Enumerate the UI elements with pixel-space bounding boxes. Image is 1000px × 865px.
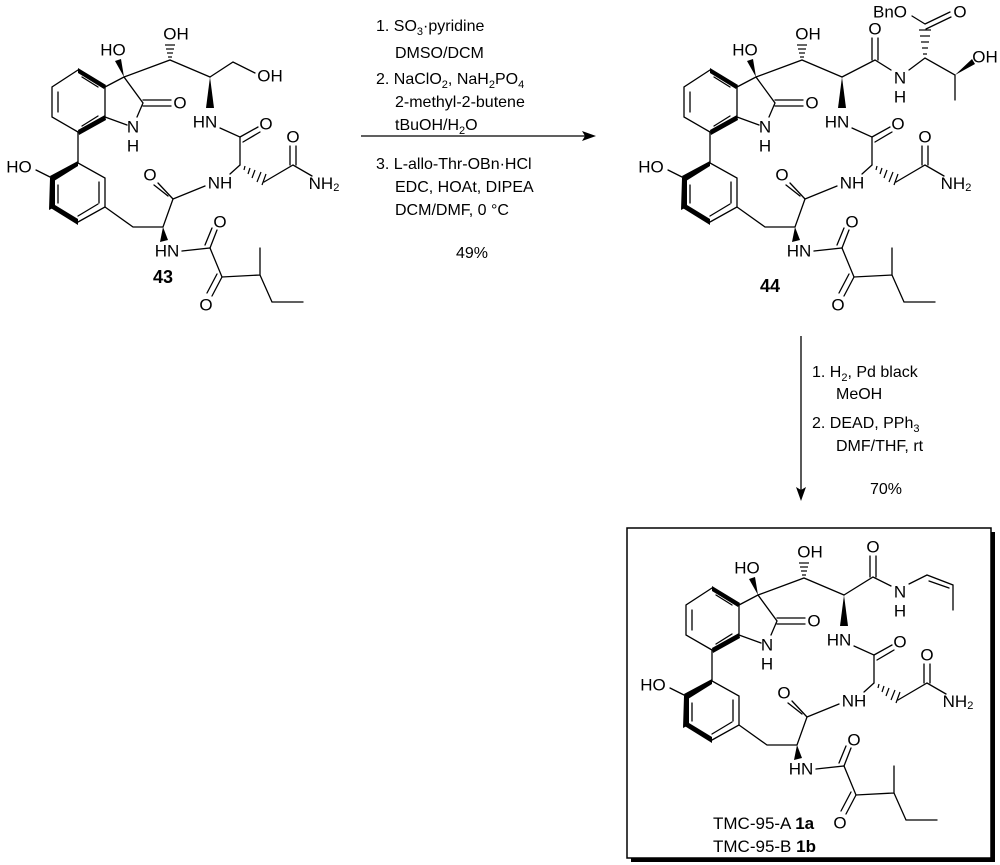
atom-o: O	[866, 538, 879, 557]
compound-44-core: O N H HO OH HN O O NH2 NH O HO HN O	[638, 25, 971, 315]
atom-nh: NH	[208, 174, 233, 193]
reagent-line: 3. L-allo-Thr-OBn·HCl	[376, 156, 532, 173]
atom-o: O	[847, 731, 860, 750]
atom-o: O	[868, 20, 881, 39]
atom-nh: NH	[842, 692, 867, 711]
atom-hn: HN	[789, 760, 814, 779]
atom-nh2: NH2	[943, 692, 974, 713]
atom-oh: OH	[797, 543, 823, 562]
atom-oh: OH	[972, 48, 998, 67]
product-box	[626, 527, 992, 859]
product-b-label: TMC-95-B 1b	[713, 837, 816, 856]
product-enamide: O N H	[843, 538, 954, 621]
atom-ho: HO	[100, 41, 126, 60]
atom-ho: HO	[6, 158, 32, 177]
reagent-line: EDC, HOAt, DIPEA	[395, 179, 534, 196]
atom-h: H	[127, 137, 139, 156]
step2-yield: 70%	[870, 481, 902, 498]
atom-o: O	[173, 94, 186, 113]
reagent-line: 2. NaClO2, NaH2PO4	[376, 71, 524, 91]
atom-oh: OH	[257, 67, 283, 86]
reaction-arrow-1	[361, 131, 596, 141]
atom-oh: OH	[795, 25, 821, 44]
atom-o: O	[893, 633, 906, 652]
atom-o: O	[833, 814, 846, 833]
atom-nh: NH	[840, 174, 865, 193]
step1-yield: 49%	[456, 245, 488, 262]
atom-o: O	[807, 612, 820, 631]
compound-43-hydroxymethyl: OH	[209, 61, 283, 86]
atom-o: O	[775, 166, 788, 185]
atom-o: O	[920, 646, 933, 665]
atom-n: N	[894, 69, 906, 88]
reagent-line: DCM/DMF, 0 °C	[395, 202, 509, 219]
compound-44-threonine-amide: O N H O BnO OH	[841, 3, 998, 107]
atom-ho: HO	[638, 158, 664, 177]
atom-o: O	[953, 3, 966, 22]
atom-h: H	[894, 602, 906, 621]
atom-h: H	[894, 88, 906, 107]
product-a-label: TMC-95-A 1a	[713, 814, 815, 833]
atom-o: O	[777, 684, 790, 703]
atom-hn: HN	[787, 242, 812, 261]
step2-conditions: 1. H2, Pd black MeOH 2. DEAD, PPh3 DMF/T…	[812, 364, 924, 498]
atom-o: O	[831, 296, 844, 315]
step1-conditions: 1. SO3·pyridine DMSO/DCM 2. NaClO2, NaH2…	[376, 18, 534, 262]
atom-o: O	[143, 166, 156, 185]
reagent-line: DMSO/DCM	[395, 45, 484, 62]
reagent-line: MeOH	[836, 386, 882, 403]
atom-o: O	[286, 128, 299, 147]
atom-hn: HN	[827, 631, 852, 650]
reagent-line: 2-methyl-2-butene	[395, 94, 525, 111]
atom-hn: HN	[825, 113, 850, 132]
reaction-arrow-2	[796, 336, 806, 501]
atom-o: O	[213, 213, 226, 232]
atom-o: O	[918, 128, 931, 147]
atom-oh: OH	[163, 25, 189, 44]
atom-n: N	[761, 636, 773, 655]
atom-bno: BnO	[873, 3, 907, 22]
atom-hn: HN	[193, 113, 218, 132]
atom-nh2: NH2	[941, 174, 972, 195]
product-core: O N H HO OH HN O O NH2 NH O HO HN O	[640, 543, 973, 833]
atom-o: O	[845, 213, 858, 232]
compound-44-label: 44	[760, 276, 780, 296]
atom-n: N	[759, 118, 771, 137]
reagent-line: DMF/THF, rt	[836, 438, 924, 455]
reagent-line: tBuOH/H2O	[395, 117, 478, 137]
compound-43-label: 43	[153, 267, 173, 287]
reagent-line: 1. H2, Pd black	[812, 364, 919, 384]
atom-n: N	[894, 583, 906, 602]
atom-nh2: NH2	[309, 174, 340, 195]
atom-o: O	[199, 296, 212, 315]
atom-o: O	[259, 115, 272, 134]
macrocycle-core: O N H HO OH HN O O NH2 NH O HO HN O	[6, 25, 339, 315]
atom-o: O	[891, 115, 904, 134]
atom-hn: HN	[155, 242, 180, 261]
atom-ho: HO	[732, 41, 758, 60]
atom-h: H	[761, 655, 773, 674]
atom-ho: HO	[734, 559, 760, 578]
atom-h: H	[759, 137, 771, 156]
reagent-line: 1. SO3·pyridine	[376, 18, 484, 38]
atom-o: O	[805, 94, 818, 113]
atom-n: N	[127, 118, 139, 137]
atom-ho: HO	[640, 676, 666, 695]
reagent-line: 2. DEAD, PPh3	[812, 415, 920, 435]
